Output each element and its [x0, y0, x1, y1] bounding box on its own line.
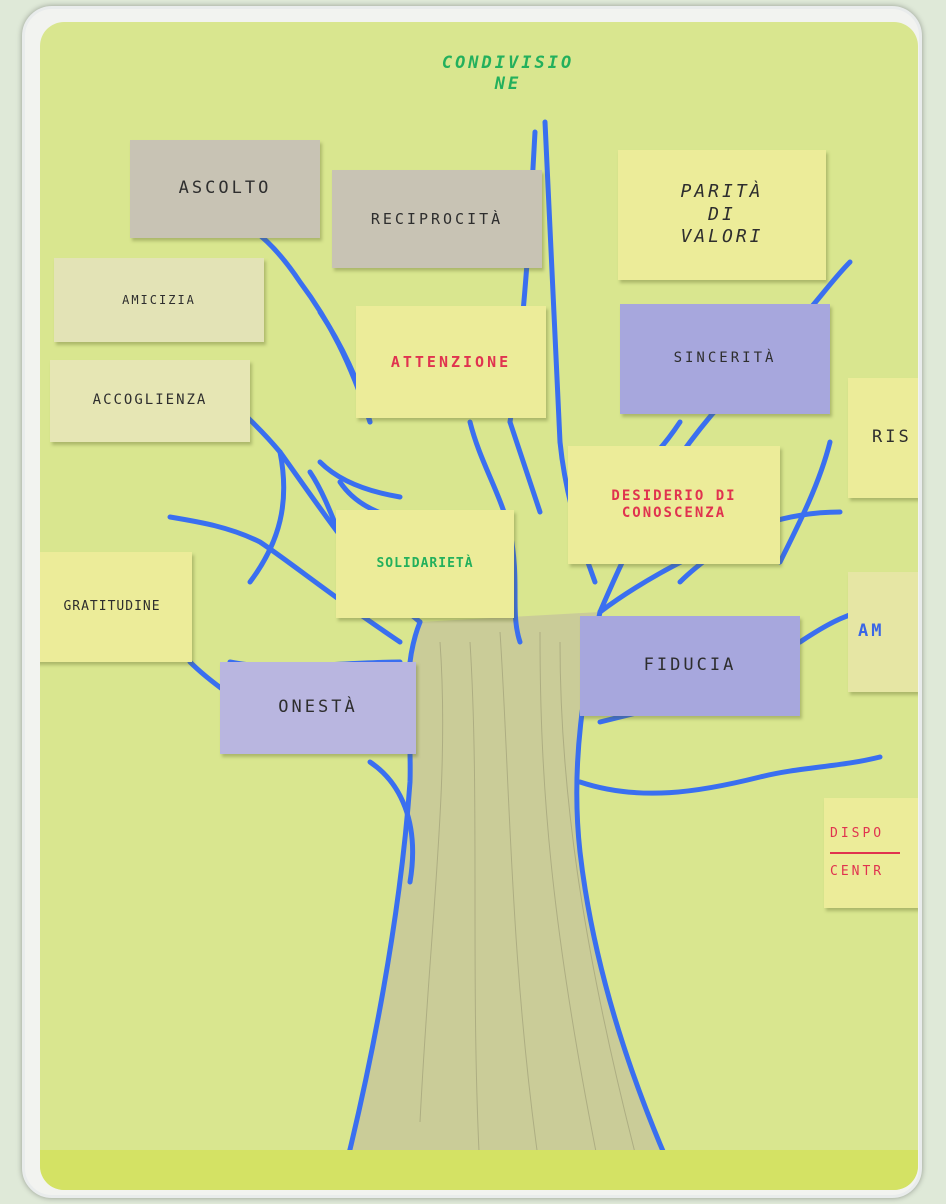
table-edge — [40, 1150, 918, 1190]
card-parita-di-valori: PARITÀ DI VALORI — [618, 150, 826, 280]
card-attenzione: ATTENZIONE — [356, 306, 546, 418]
tree-trunk — [340, 612, 680, 1190]
card-dispo-text: DISPO — [830, 825, 885, 841]
card-centr-text: CENTR — [830, 864, 885, 879]
card-sincerita: SINCERITÀ — [620, 304, 830, 414]
card-reciprocita: RECIPROCITÀ — [332, 170, 542, 268]
card-condivisione: CONDIVISIO NE — [441, 52, 575, 94]
trunk-texture — [419, 631, 641, 1173]
card-gratitudine: GRATITUDINE — [40, 552, 192, 662]
card-amicizia: AMICIZIA — [54, 258, 264, 342]
card-solidarieta: SOLIDARIETÀ — [336, 510, 514, 618]
card-ascolto: ASCOLTO — [130, 140, 320, 238]
card-onesta: ONESTÀ — [220, 662, 416, 754]
card-ris: RIS — [848, 378, 918, 498]
card-am: AM — [848, 572, 918, 692]
card-dispo-centr: DISPO CENTR — [824, 798, 918, 908]
tree-photo: CONDIVISIO NE ASCOLTO RECIPROCITÀ PARITÀ… — [40, 22, 918, 1190]
card-accoglienza: ACCOGLIENZA — [50, 360, 250, 442]
card-desiderio-di-conoscenza: DESIDERIO DI CONOSCENZA — [568, 446, 780, 564]
card-fiducia: FIDUCIA — [580, 616, 800, 716]
card-divider — [830, 852, 900, 854]
